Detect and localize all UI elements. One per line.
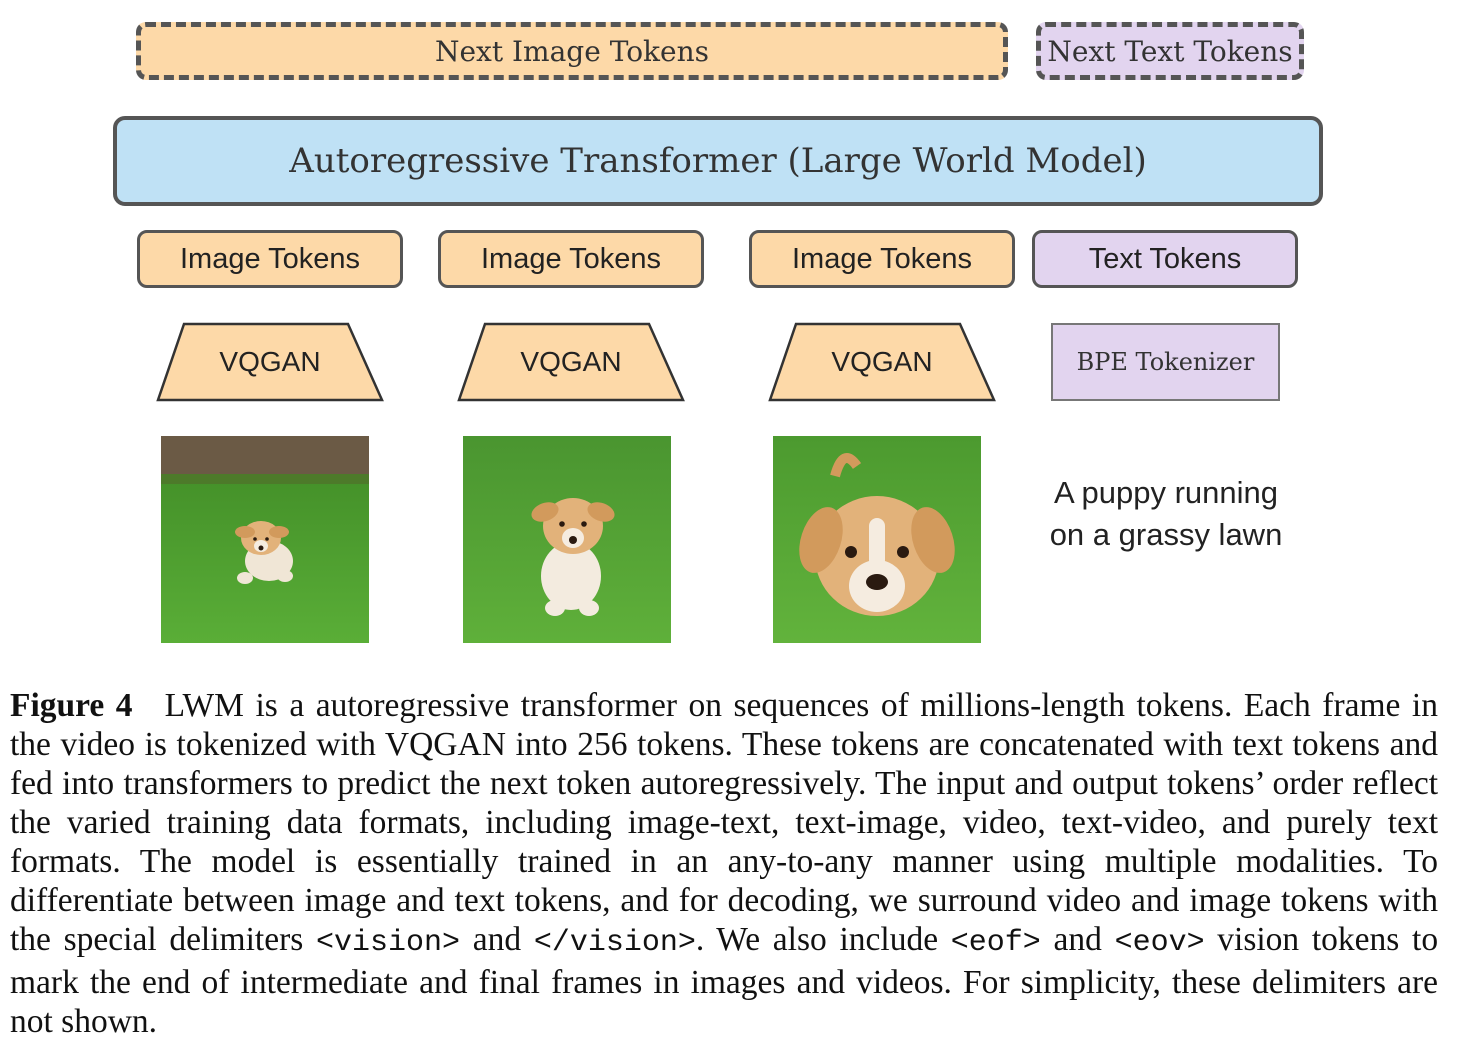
vqgan-shape-3 [768, 322, 996, 402]
image-tokens-label: Image Tokens [179, 242, 361, 275]
next-text-tokens-box: Next Text Tokens [1036, 22, 1304, 80]
text-tokens-label: Text Tokens [1088, 242, 1242, 275]
caption-text-4: and [1053, 921, 1102, 958]
next-image-tokens-box: Next Image Tokens [136, 22, 1008, 80]
bpe-tokenizer-box: BPE Tokenizer [1051, 323, 1280, 401]
image-tokens-box-3: Image Tokens [749, 230, 1015, 288]
transformer-label: Autoregressive Transformer (Large World … [289, 141, 1147, 181]
text-input-line-2: on a grassy lawn [1049, 517, 1283, 552]
image-tokens-label: Image Tokens [791, 242, 973, 275]
caption-text-1: LWM is a autoregressive transformer on s… [10, 687, 1438, 958]
vqgan-shape-2 [457, 322, 685, 402]
image-tokens-label: Image Tokens [480, 242, 662, 275]
transformer-box: Autoregressive Transformer (Large World … [113, 116, 1323, 206]
caption-text-3: . We also include [695, 921, 939, 958]
image-tokens-box-1: Image Tokens [137, 230, 403, 288]
vqgan-shape-1 [156, 322, 384, 402]
caption-text-5: vision tokens to mark the end of interme… [10, 921, 1439, 1040]
puppy-frame-1-image [161, 436, 369, 643]
vqgan-label-1: VQGAN [219, 346, 321, 377]
bpe-tokenizer-label: BPE Tokenizer [1076, 348, 1255, 376]
caption-code-eov: <eov> [1114, 926, 1205, 960]
image-tokens-box-2: Image Tokens [438, 230, 704, 288]
puppy-frame-2-image [463, 436, 671, 643]
text-input-caption: A puppy running on a grassy lawn [1020, 472, 1312, 558]
vqgan-label-2: VQGAN [520, 346, 622, 377]
caption-code-vision-close: </vision> [533, 926, 696, 960]
puppy-frame-3-image [773, 436, 981, 643]
caption-text-2: and [472, 921, 522, 958]
figure-label: Figure 4 [10, 687, 133, 724]
caption-code-vision-open: <vision> [316, 926, 461, 960]
next-text-tokens-label: Next Text Tokens [1047, 34, 1293, 68]
text-tokens-box: Text Tokens [1032, 230, 1298, 288]
caption-code-eof: <eof> [950, 926, 1041, 960]
vqgan-label-3: VQGAN [831, 346, 933, 377]
next-image-tokens-label: Next Image Tokens [434, 34, 709, 68]
text-input-line-1: A puppy running [1053, 475, 1279, 510]
